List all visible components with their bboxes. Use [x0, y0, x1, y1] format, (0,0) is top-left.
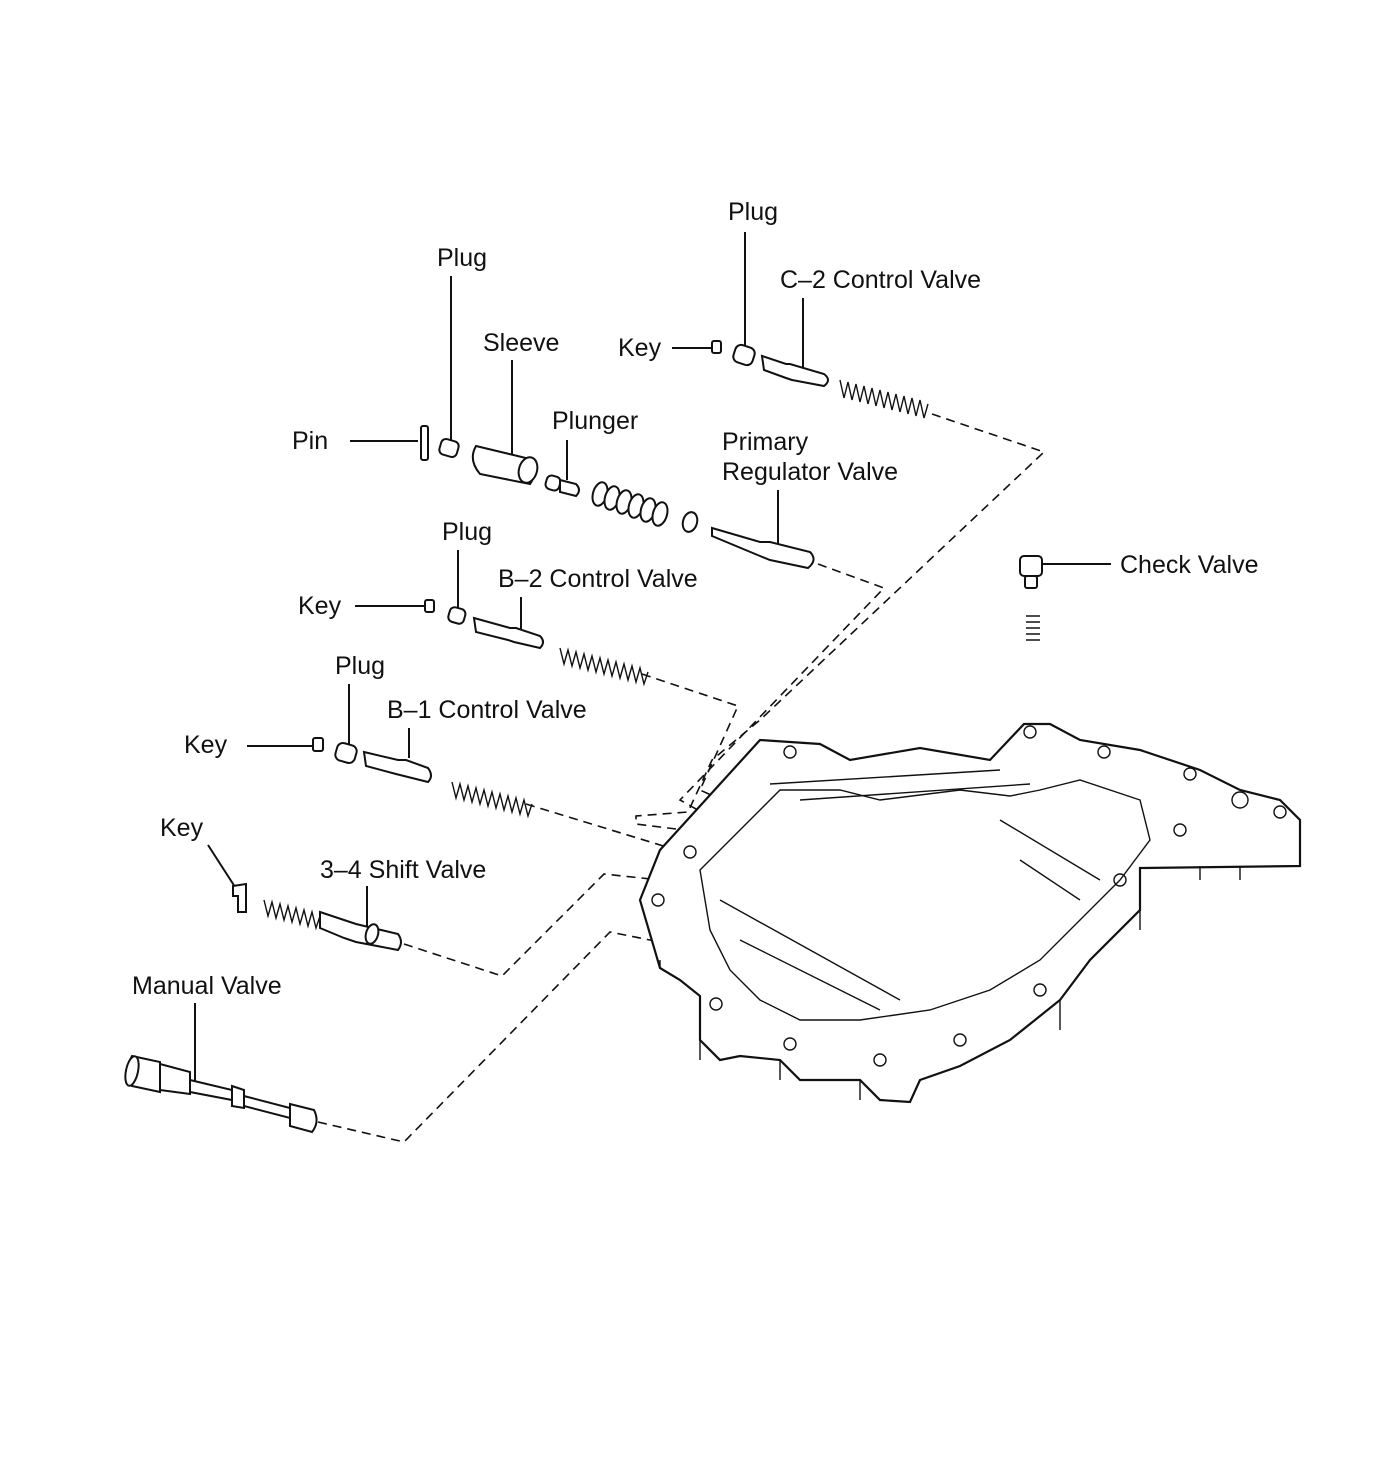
plug-b2-part: [447, 606, 467, 625]
primary-spring: [591, 481, 669, 527]
b1-valve-row: [312, 737, 533, 819]
b1-control-valve-part: [362, 750, 432, 784]
label-check-valve: Check Valve: [1120, 551, 1259, 579]
pin-part: [420, 425, 429, 461]
key-34-part: [232, 882, 247, 913]
leader-lines: [194, 232, 1111, 1090]
label-primary-regulator-line1: Primary: [722, 428, 809, 456]
plug-b1-part: [334, 742, 358, 764]
label-key-b2: Key: [298, 592, 342, 620]
washer-part: [681, 511, 699, 533]
check-valve-spring: [1026, 615, 1040, 641]
valve-body-inner: [699, 779, 1151, 1021]
shift-34-valve-part: [319, 910, 402, 952]
dash-b2: [641, 673, 740, 801]
label-plug-b1: Plug: [335, 652, 386, 680]
valve-body-bolt-holes: [651, 725, 1287, 1067]
dash-b1: [525, 803, 671, 849]
shift-34-spring: [263, 899, 321, 931]
b1-spring: [451, 781, 533, 819]
label-plunger: Plunger: [552, 407, 639, 435]
manual-valve-tip: [289, 1102, 318, 1134]
manual-valve-row: [124, 1054, 318, 1134]
leader-key-34: [207, 844, 238, 891]
check-valve-part: [1019, 555, 1043, 577]
label-key-34: Key: [160, 814, 204, 842]
shift-34-row: [232, 882, 402, 952]
b2-control-valve-part: [472, 616, 544, 650]
label-b2-control-valve: B–2 Control Valve: [498, 565, 698, 593]
valve-body-outline: [638, 722, 1302, 1104]
primary-regulator-row: [420, 425, 815, 570]
key-c2-part: [711, 340, 722, 354]
label-c2-control-valve: C–2 Control Valve: [780, 266, 982, 294]
label-34-shift-valve: 3–4 Shift Valve: [320, 856, 487, 884]
key-b1-part: [312, 737, 324, 752]
key-b2-part: [424, 599, 435, 613]
dash-c2: [635, 413, 1046, 833]
label-plug-top: Plug: [437, 244, 488, 272]
label-key-b1: Key: [184, 731, 228, 759]
c2-spring: [839, 379, 929, 419]
label-sleeve: Sleeve: [483, 329, 560, 357]
primary-regulator-valve-part: [711, 526, 815, 570]
c2-valve-row: [711, 340, 929, 419]
c2-control-valve-part: [760, 354, 829, 388]
check-valve-group: [1019, 555, 1043, 641]
dash-manual: [317, 931, 661, 1143]
label-plug-b2: Plug: [442, 518, 493, 546]
label-plug-c2: Plug: [728, 198, 779, 226]
label-key-c2: Key: [618, 334, 662, 362]
plunger-part: [559, 478, 580, 498]
plug-top-part: [438, 438, 460, 458]
label-primary-regulator-line2: Regulator Valve: [722, 458, 899, 486]
dash-34-shift: [403, 873, 661, 977]
label-manual-valve: Manual Valve: [132, 972, 282, 1000]
label-b1-control-valve: B–1 Control Valve: [387, 696, 587, 724]
b2-spring: [559, 647, 649, 687]
b2-valve-row: [424, 599, 649, 687]
label-pin: Pin: [292, 427, 329, 455]
plug-c2-part: [732, 343, 756, 367]
valve-body: [638, 722, 1302, 1104]
